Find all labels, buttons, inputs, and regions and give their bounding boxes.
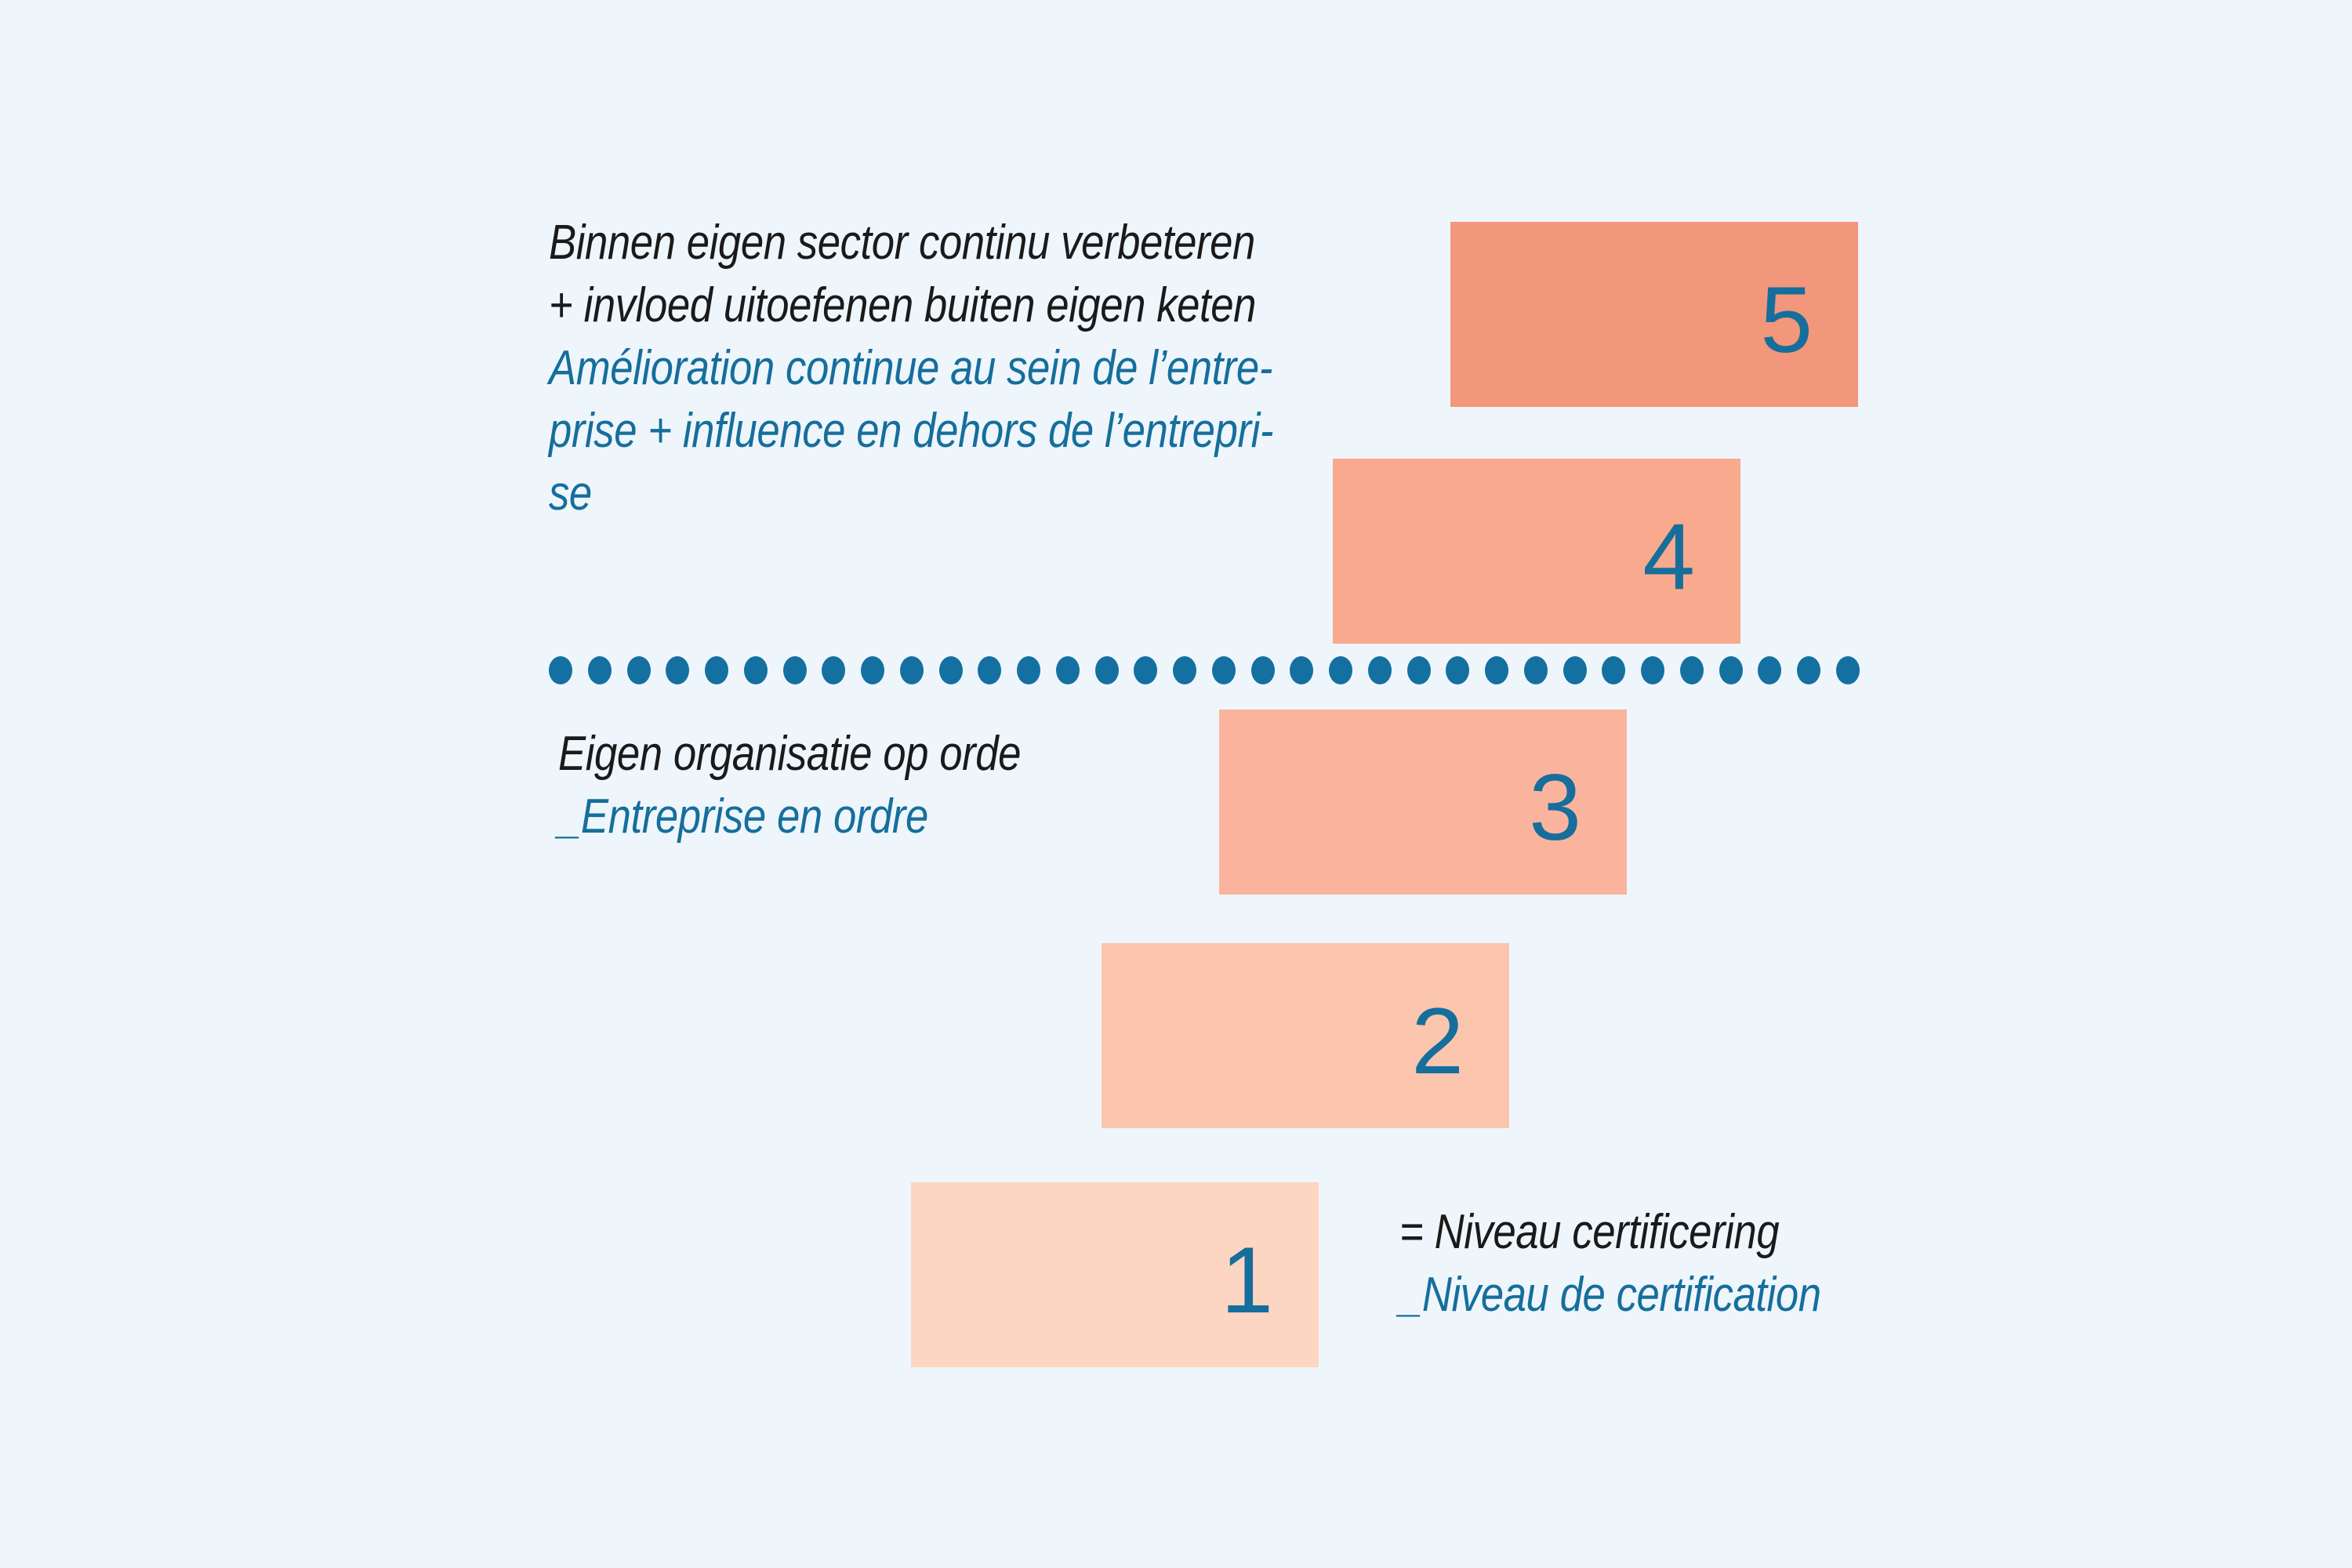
ladder-step-2: 2 [1102, 943, 1509, 1128]
level-description-top: Binnen eigen sector continu verbeteren +… [549, 212, 1273, 525]
divider-dot [1797, 656, 1820, 684]
text-line: _Niveau de certification [1399, 1268, 1821, 1322]
divider-dot [861, 656, 884, 684]
text-line: Eigen organisatie op orde [558, 727, 1022, 781]
text-line: _Entreprise en ordre [558, 789, 928, 844]
divider-dot [1641, 656, 1664, 684]
legend: = Niveau certificering _Niveau de certif… [1399, 1201, 1821, 1327]
divider-dot [1446, 656, 1470, 684]
divider-dot [666, 656, 690, 684]
ladder-step-number: 1 [1221, 1228, 1273, 1333]
ladder-step-number: 4 [1642, 504, 1695, 609]
text-line: = Niveau certificering [1399, 1205, 1780, 1259]
divider-dot [1250, 656, 1275, 684]
divider-dot [743, 656, 768, 684]
divider-dot [626, 656, 651, 684]
divider-dot [1211, 656, 1236, 684]
divider-dot [978, 656, 1002, 684]
ladder-step-number: 5 [1760, 267, 1813, 372]
text-line: Binnen eigen sector continu verbeteren [549, 216, 1255, 270]
divider-dot [587, 656, 612, 684]
divider-dot [1679, 656, 1704, 684]
divider-dot [1563, 656, 1587, 684]
ladder-step-number: 2 [1411, 989, 1464, 1094]
divider-dot [705, 656, 728, 684]
divider-dot [1017, 656, 1040, 684]
divider-dot [1523, 656, 1548, 684]
ladder-step-3: 3 [1219, 710, 1627, 895]
ladder-step-number: 3 [1529, 755, 1581, 860]
text-line: + invloed uitoefenen buiten eigen keten [549, 278, 1257, 332]
divider-dot [1758, 656, 1782, 684]
divider-dot [1367, 656, 1392, 684]
divider-dot [899, 656, 924, 684]
divider-dot [1055, 656, 1080, 684]
divider-dot [1134, 656, 1158, 684]
divider-dot [1290, 656, 1314, 684]
level-description-middle: Eigen organisatie op orde _Entreprise en… [558, 723, 1021, 848]
divider-dot [782, 656, 807, 684]
ladder-step-4: 4 [1333, 459, 1740, 644]
ladder-step-1: 1 [911, 1182, 1319, 1367]
divider-dot [938, 656, 963, 684]
divider-dot [1173, 656, 1196, 684]
text-line: Amélioration continue au sein de l’entre… [549, 341, 1272, 395]
divider-dot [1094, 656, 1119, 684]
divider-dot [1835, 656, 1860, 684]
divider-dot [1329, 656, 1352, 684]
dotted-divider [549, 656, 1860, 684]
text-line: se [549, 466, 592, 521]
divider-dot [549, 656, 572, 684]
divider-dot [1719, 656, 1743, 684]
divider-dot [1406, 656, 1431, 684]
ladder-step-5: 5 [1450, 222, 1858, 407]
divider-dot [822, 656, 846, 684]
divider-dot [1485, 656, 1508, 684]
text-line: prise + influence en dehors de l’entrepr… [549, 404, 1273, 458]
divider-dot [1602, 656, 1626, 684]
